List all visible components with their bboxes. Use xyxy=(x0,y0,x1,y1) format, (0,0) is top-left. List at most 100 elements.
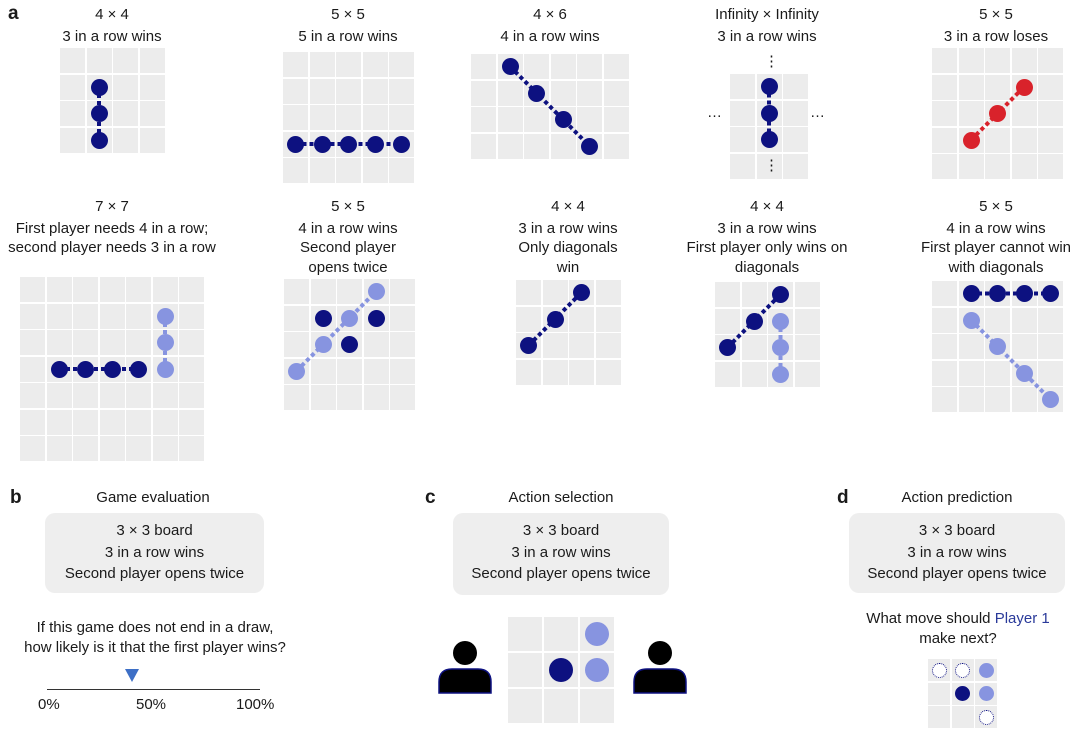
board-cell xyxy=(389,52,414,77)
prediction-question-post: make next? xyxy=(919,630,997,647)
board-cell xyxy=(283,52,308,77)
player-2-piece xyxy=(772,365,789,383)
board-cell xyxy=(794,361,820,387)
player-1-piece xyxy=(103,360,121,378)
evaluation-question-line-2: how likely is it that the first player w… xyxy=(24,639,286,656)
board-cell xyxy=(86,48,112,73)
board-cell xyxy=(73,409,98,435)
board-cell xyxy=(337,385,362,410)
winning-line xyxy=(527,291,583,347)
board-cell xyxy=(471,80,496,106)
board-cell xyxy=(20,436,45,461)
board-cell xyxy=(595,306,621,332)
board-cell xyxy=(1038,334,1063,359)
board-cell xyxy=(1038,127,1063,153)
board-cell xyxy=(524,133,549,159)
player-1-piece xyxy=(366,135,384,153)
winning-line xyxy=(969,291,1052,401)
card-d-line-2: 3 in a row wins xyxy=(907,543,1007,561)
board-cell xyxy=(139,48,165,73)
player-1-piece xyxy=(772,286,789,303)
board-cell xyxy=(595,333,621,358)
board-cell xyxy=(310,385,336,410)
board-7-rule2: Second player opens twice xyxy=(300,239,396,276)
player-1-icon xyxy=(438,641,492,694)
player-1-piece xyxy=(546,310,564,328)
board-cell xyxy=(928,682,950,705)
player-2-piece xyxy=(156,360,174,378)
board-9-rule2: First player only wins on diagonals xyxy=(686,239,848,276)
player-1-piece xyxy=(130,360,147,378)
board-cell xyxy=(152,383,178,408)
board-cell xyxy=(179,383,204,408)
board-cell xyxy=(336,158,361,183)
candidate-move-ring[interactable] xyxy=(978,709,994,725)
board-cell xyxy=(932,74,957,100)
board-cell xyxy=(794,335,820,360)
board-3-rule: 4 in a row wins xyxy=(500,27,600,45)
board-cell xyxy=(932,281,957,306)
board-cell xyxy=(1011,334,1037,359)
player-1-piece xyxy=(581,137,598,155)
board-cell xyxy=(958,101,984,126)
winning-line xyxy=(295,142,402,146)
player-1-piece xyxy=(573,284,590,301)
board-cell xyxy=(99,303,125,329)
board-cell xyxy=(336,52,361,77)
board-cell xyxy=(595,280,621,305)
board-cell xyxy=(932,334,957,359)
player-2-piece xyxy=(978,662,994,678)
player-1-piece xyxy=(313,135,331,153)
board-cell xyxy=(99,277,125,302)
ellipsis-left: … xyxy=(707,104,722,121)
board-cell xyxy=(932,154,957,179)
board-cell xyxy=(336,105,361,130)
board-cell xyxy=(179,356,204,382)
board-3-size: 4 × 6 xyxy=(533,6,567,23)
player-1-piece xyxy=(287,135,304,153)
action-selection-card: 3 × 3 board 3 in a row wins Second playe… xyxy=(453,513,669,595)
board-cell xyxy=(363,358,389,384)
board-cell xyxy=(1038,307,1063,333)
board-cell xyxy=(73,277,98,302)
action-selection-board[interactable] xyxy=(508,617,616,725)
board-cell xyxy=(126,436,151,461)
board-cell xyxy=(951,706,974,728)
board-cell xyxy=(985,74,1010,100)
board-7-size: 5 × 5 xyxy=(331,198,365,215)
board-cell xyxy=(550,54,576,79)
winning-line-segment xyxy=(295,290,378,373)
player-1-piece xyxy=(745,312,763,330)
winning-line xyxy=(726,293,783,374)
ellipsis-top: ⋮ xyxy=(764,53,779,70)
board-cell xyxy=(362,105,388,130)
evaluation-question: If this game does not end in a draw, how… xyxy=(0,618,310,658)
board-cell xyxy=(985,307,1010,333)
probability-marker-icon[interactable] xyxy=(125,669,140,682)
board-cell xyxy=(309,52,335,77)
ellipsis-right: … xyxy=(810,104,825,121)
board-cell xyxy=(958,74,984,100)
board-10-size: 5 × 5 xyxy=(979,198,1013,215)
board-10 xyxy=(932,281,1065,414)
candidate-move-ring[interactable] xyxy=(955,662,970,678)
board-cell xyxy=(126,303,151,329)
action-prediction-board[interactable] xyxy=(928,659,999,730)
board-cell xyxy=(508,617,542,651)
board-cell xyxy=(152,436,178,461)
board-cell xyxy=(179,436,204,461)
losing-piece xyxy=(1015,78,1033,96)
board-cell xyxy=(284,279,309,304)
board-8-caption: 4 × 4 3 in a row wins Only diagonals win xyxy=(453,197,683,277)
candidate-move-ring[interactable] xyxy=(931,662,947,678)
board-8-size: 4 × 4 xyxy=(551,198,585,215)
board-cell xyxy=(985,387,1010,412)
action-prediction-title: Action prediction xyxy=(901,489,1013,506)
board-1-caption: 4 × 4 3 in a row wins xyxy=(0,5,227,46)
board-cell xyxy=(283,78,308,104)
board-cell xyxy=(179,409,204,435)
board-5-rule: 3 in a row loses xyxy=(943,27,1049,45)
winning-line xyxy=(295,290,378,373)
board-cell xyxy=(783,153,808,179)
winning-line xyxy=(767,86,771,140)
